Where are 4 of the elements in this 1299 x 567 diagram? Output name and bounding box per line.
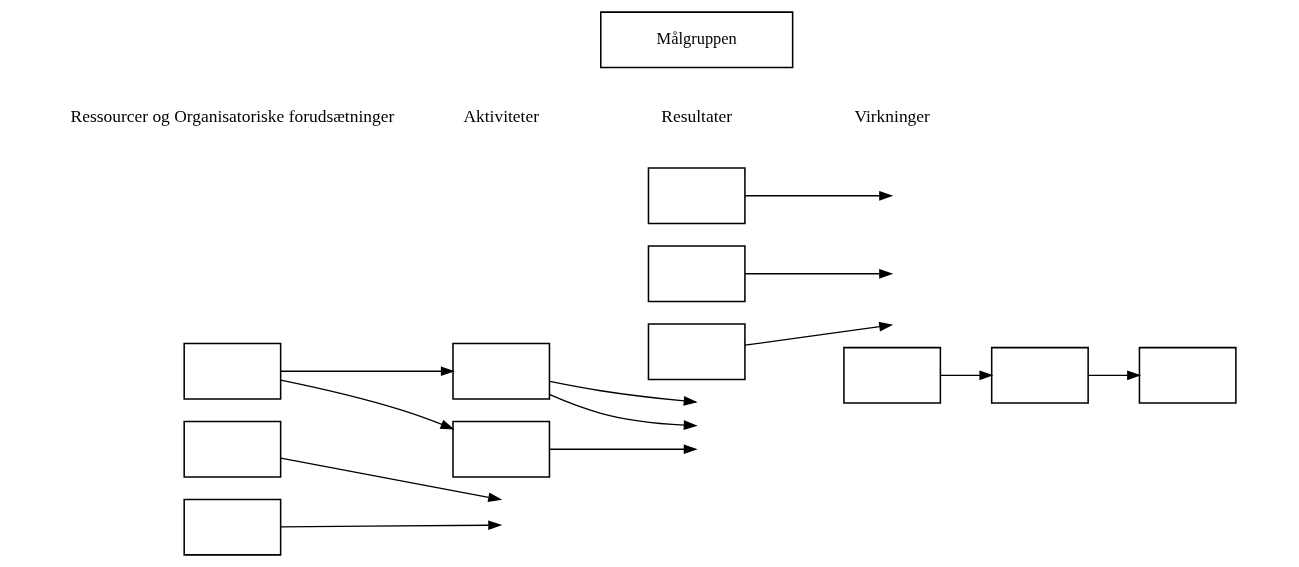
label: Aktiviteter [463,106,540,126]
label: Resultater [661,106,733,126]
label: Virkninger [854,106,930,126]
label: Ressourcer og Organisatoriske forudsætninger [70,106,395,126]
